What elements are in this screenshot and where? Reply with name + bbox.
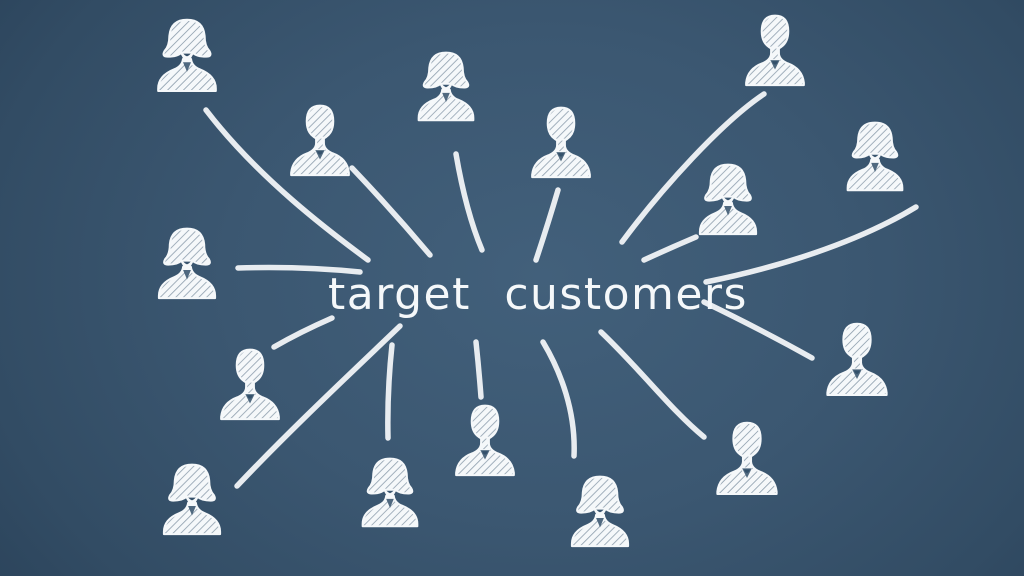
connector-line xyxy=(619,91,767,245)
connector-line xyxy=(203,107,371,263)
person-icon-male xyxy=(455,404,515,477)
person-icon-female xyxy=(361,457,419,528)
connector-line xyxy=(385,342,395,441)
connector-line xyxy=(453,151,485,253)
person-icon-female xyxy=(570,475,630,548)
connector-line xyxy=(235,264,363,275)
connector-lines-group xyxy=(203,91,919,489)
connector-line xyxy=(701,299,815,361)
person-icon-male xyxy=(716,421,778,496)
connector-line xyxy=(598,329,707,440)
person-icon-male xyxy=(826,322,888,397)
connector-line xyxy=(540,339,577,459)
person-icon-male xyxy=(220,348,280,421)
person-icon-female xyxy=(157,227,217,300)
person-icon-male xyxy=(531,106,591,179)
person-icon-male xyxy=(290,104,350,177)
connector-line xyxy=(533,187,561,263)
connector-line xyxy=(271,315,335,350)
person-icon-female xyxy=(846,121,904,192)
connector-line xyxy=(641,234,699,263)
person-icon-female xyxy=(698,163,758,236)
person-icon-female xyxy=(417,51,475,122)
person-icon-female xyxy=(157,18,217,93)
connector-line xyxy=(473,339,484,400)
center-label: target customers xyxy=(328,269,748,320)
person-icon-female xyxy=(162,463,222,536)
connector-line xyxy=(349,165,433,258)
connector-line xyxy=(703,204,919,285)
person-icon-male xyxy=(745,14,805,87)
connector-line xyxy=(234,323,403,489)
